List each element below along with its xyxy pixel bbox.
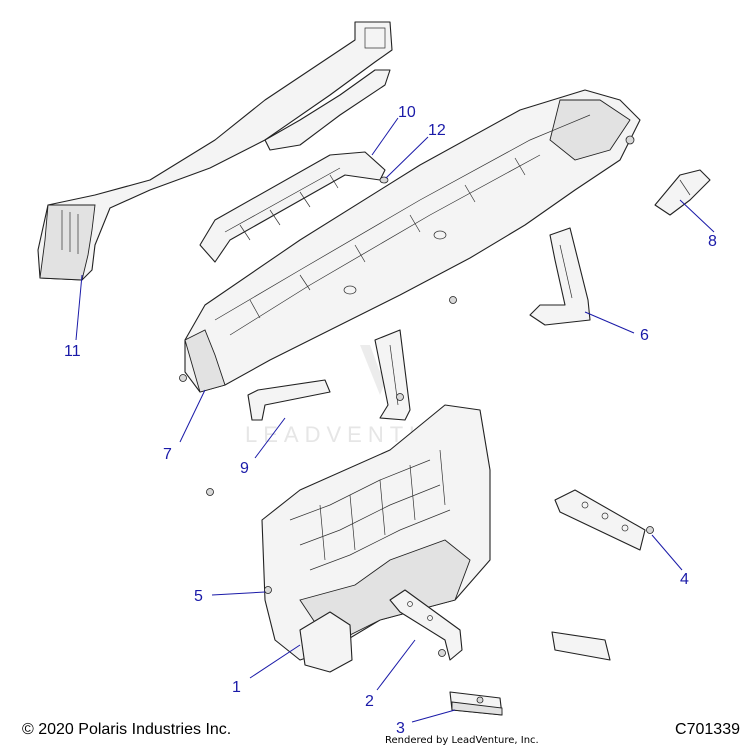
callout-10[interactable]: 10 [398, 104, 416, 121]
part-4-plate [554, 489, 646, 551]
part-10-rack [199, 151, 386, 263]
part-7-rear-panel [184, 89, 641, 393]
callout-12[interactable]: 12 [428, 122, 446, 139]
leader-5 [211, 591, 266, 596]
leader-6 [584, 311, 635, 334]
lower-clamp [551, 631, 611, 661]
callout-3[interactable]: 3 [396, 720, 405, 737]
callout-7[interactable]: 7 [163, 446, 172, 463]
leader-12 [385, 136, 429, 179]
part-9-bracket [247, 379, 331, 421]
fastener [179, 374, 187, 382]
leader-10 [371, 117, 399, 156]
part-6-bracket [529, 227, 591, 326]
callout-4[interactable]: 4 [680, 571, 689, 588]
callout-labels: 11 10 12 7 8 6 9 4 5 1 2 3 [64, 104, 717, 737]
callout-1[interactable]: 1 [232, 679, 241, 696]
part-3-clamp [449, 691, 503, 716]
part-11-side-trim [37, 21, 393, 281]
fastener [625, 135, 635, 145]
fastener [264, 586, 272, 594]
leader-9 [254, 417, 286, 459]
part-8-bracket [654, 169, 711, 216]
rendered-by-text: Rendered by LeadVenture, Inc. [385, 735, 539, 746]
callout-8[interactable]: 8 [708, 233, 717, 250]
fastener [476, 696, 484, 704]
callout-9[interactable]: 9 [240, 460, 249, 477]
callout-2[interactable]: 2 [365, 693, 374, 710]
hardware-fasteners [179, 135, 654, 704]
callout-5[interactable]: 5 [194, 588, 203, 605]
leader-3 [411, 709, 456, 723]
fastener [646, 526, 654, 534]
leader-8 [679, 199, 715, 233]
copyright-text: © 2020 Polaris Industries Inc. [22, 721, 232, 738]
diagram-id: C701339 [675, 721, 740, 738]
part-12-nut [379, 176, 389, 184]
fastener [449, 296, 457, 304]
callout-11[interactable]: 11 [64, 343, 81, 360]
leader-1 [249, 644, 301, 679]
part-2-bracket [389, 589, 463, 661]
leader-11 [75, 274, 83, 341]
leader-2 [376, 639, 416, 691]
part-1-lower-panel [261, 404, 491, 673]
fastener [206, 488, 214, 496]
callout-6[interactable]: 6 [640, 327, 649, 344]
fastener [396, 393, 404, 401]
leader-4 [651, 534, 683, 571]
fastener [438, 649, 446, 657]
leader-lines [75, 117, 715, 723]
leader-7 [179, 389, 206, 443]
